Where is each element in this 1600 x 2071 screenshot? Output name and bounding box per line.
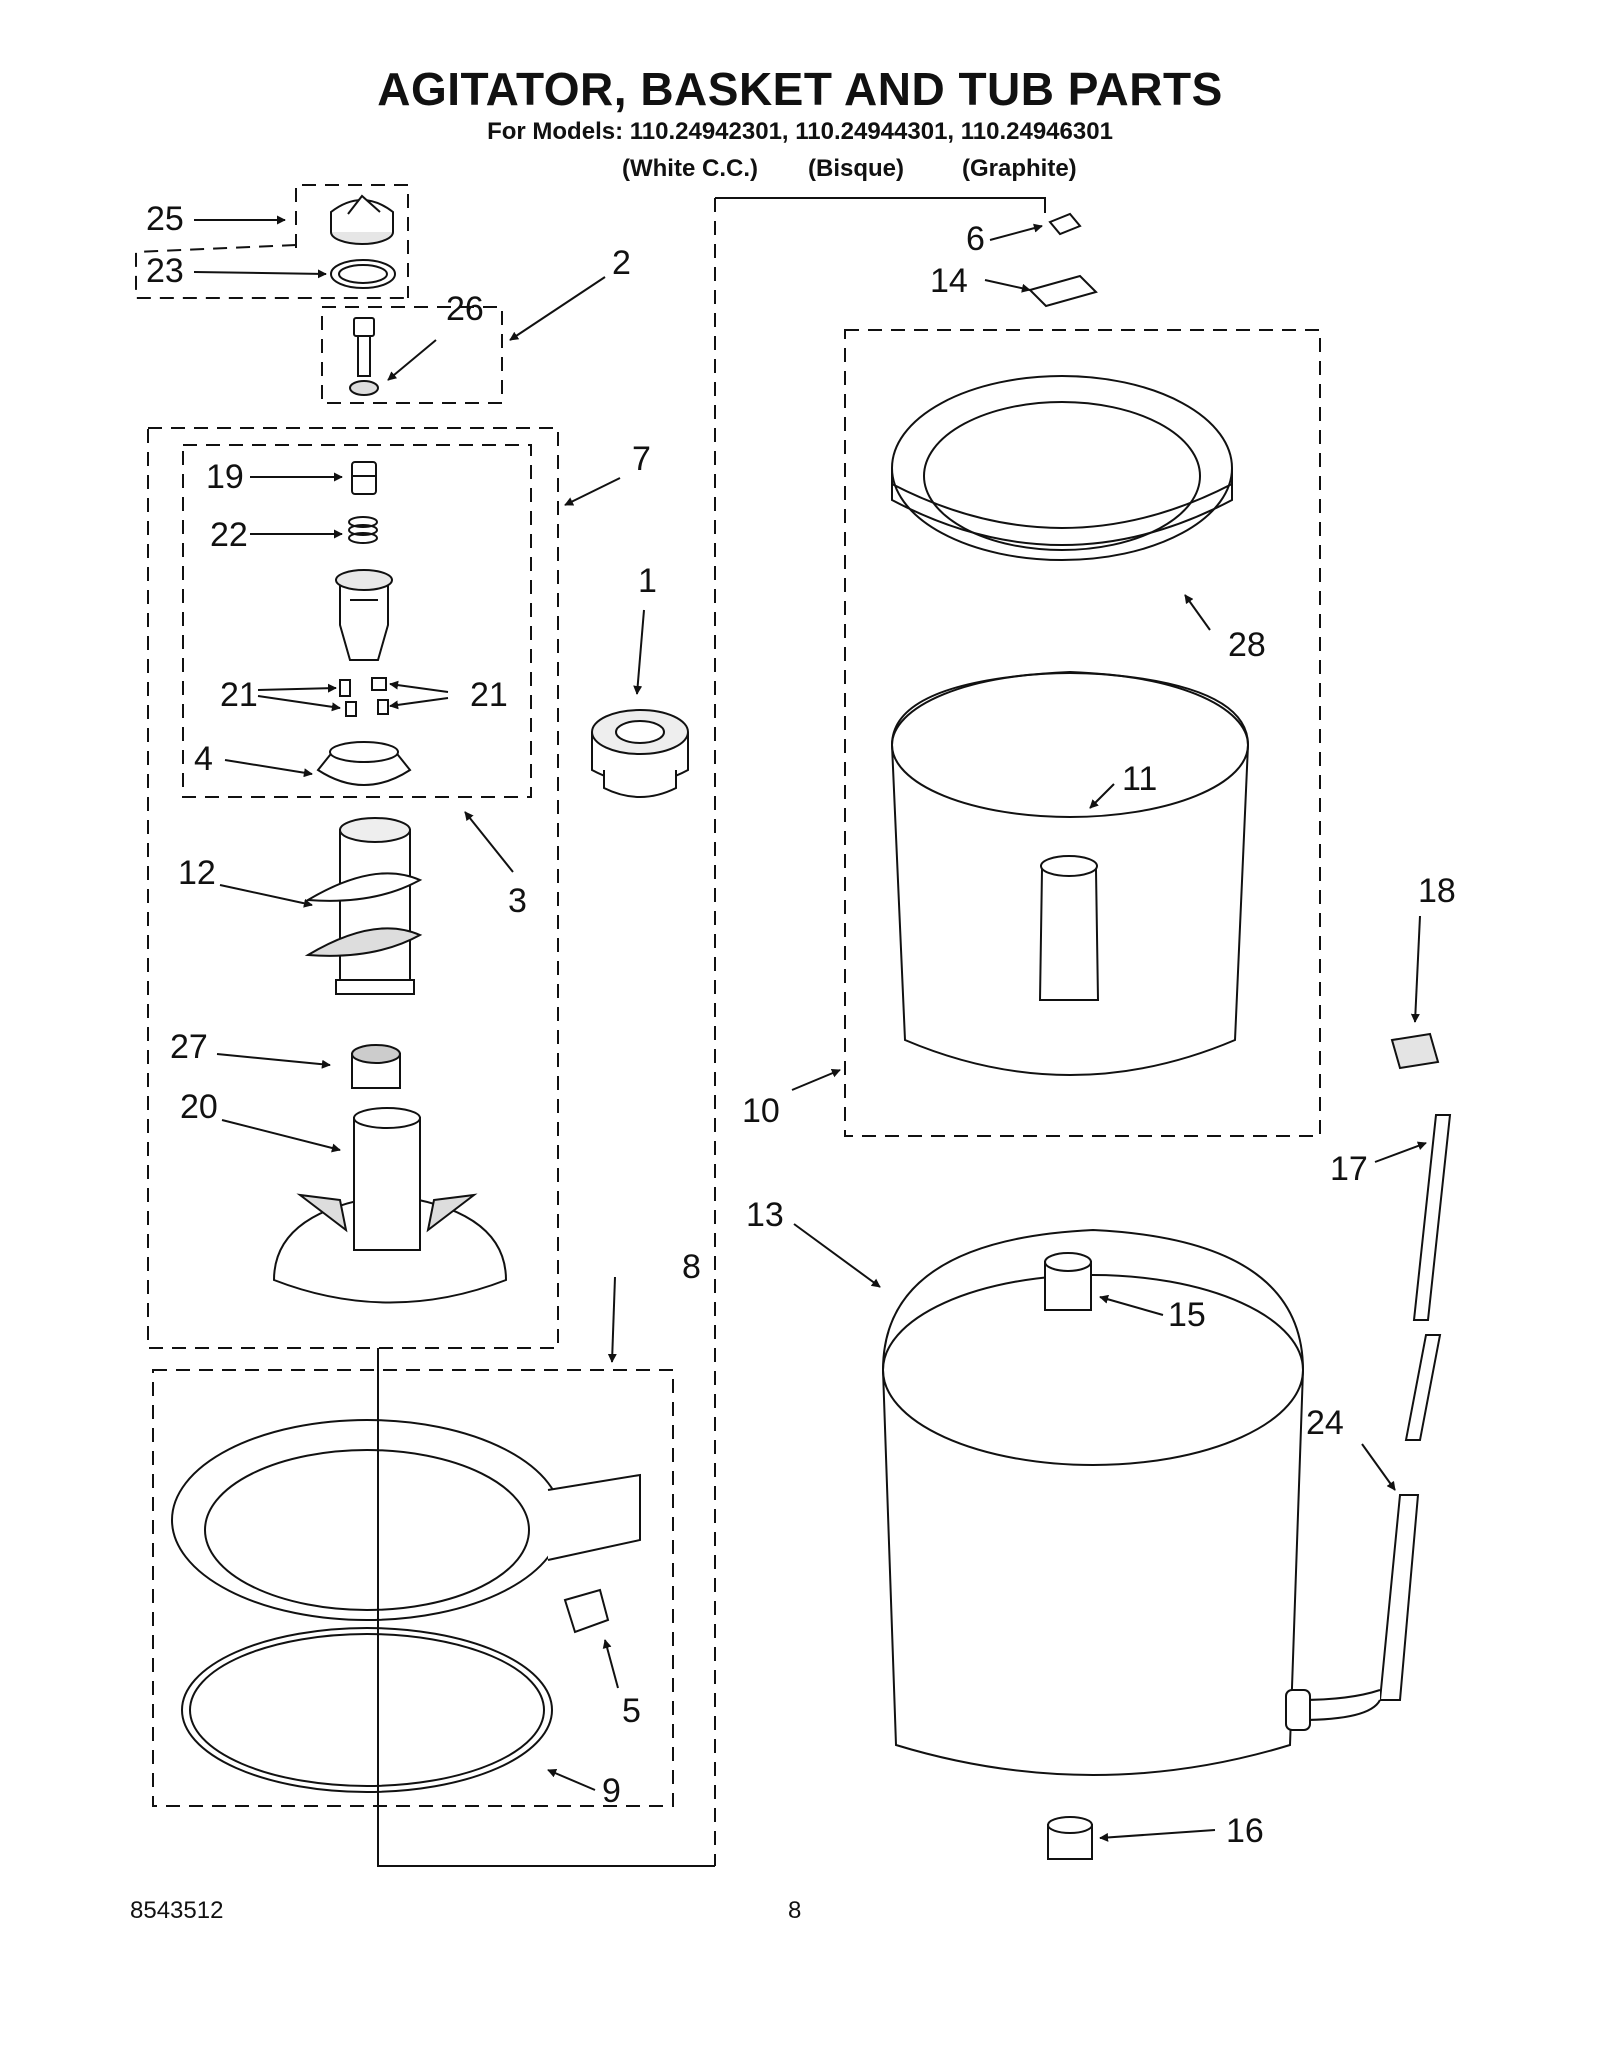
part-drain-plug bbox=[1047, 1816, 1093, 1860]
callout-16: 16 bbox=[1226, 1812, 1264, 1850]
callout-26: 26 bbox=[446, 290, 484, 328]
callout-12: 12 bbox=[178, 854, 216, 892]
callout-11: 11 bbox=[1122, 760, 1157, 798]
callout-10: 10 bbox=[742, 1092, 780, 1130]
part-dogs bbox=[339, 677, 389, 717]
group-box-25 bbox=[295, 184, 409, 298]
part-agitator-base bbox=[272, 1107, 508, 1304]
page-number: 8 bbox=[788, 1897, 802, 1924]
part-auger bbox=[304, 817, 423, 995]
document-number: 8543512 bbox=[130, 1897, 224, 1924]
group-box-10 bbox=[844, 329, 1321, 1137]
connector-line bbox=[715, 197, 1046, 213]
variant-bisque: (Bisque) bbox=[808, 155, 904, 182]
callout-24: 24 bbox=[1306, 1404, 1344, 1442]
part-pressure-hose bbox=[1285, 1494, 1420, 1731]
variant-graphite: (Graphite) bbox=[962, 155, 1077, 182]
callout-8: 8 bbox=[682, 1248, 701, 1286]
callout-17: 17 bbox=[1330, 1150, 1368, 1188]
callout-22: 22 bbox=[210, 516, 248, 554]
part-tub-seal bbox=[181, 1627, 553, 1793]
callout-2: 2 bbox=[612, 244, 631, 282]
callout-4: 4 bbox=[194, 740, 213, 778]
part-outer-tub bbox=[881, 1228, 1305, 1776]
part-retainer bbox=[1028, 274, 1098, 308]
callout-28: 28 bbox=[1228, 626, 1266, 664]
callout-6: 6 bbox=[966, 220, 985, 258]
part-valve bbox=[1044, 1252, 1092, 1311]
part-basket bbox=[890, 670, 1250, 1076]
part-nut bbox=[1048, 212, 1082, 236]
callout-3: 3 bbox=[508, 882, 527, 920]
part-bearing bbox=[351, 1044, 401, 1089]
callout-21-left: 21 bbox=[220, 676, 258, 714]
part-spring bbox=[348, 516, 378, 544]
part-clamp bbox=[1390, 1032, 1440, 1070]
callout-18: 18 bbox=[1418, 872, 1456, 910]
callout-14: 14 bbox=[930, 262, 968, 300]
part-balance-ring bbox=[891, 375, 1233, 561]
part-cam-cap bbox=[351, 461, 377, 495]
callout-20: 20 bbox=[180, 1088, 218, 1126]
callout-23: 23 bbox=[146, 252, 184, 290]
callout-25: 25 bbox=[146, 200, 184, 238]
callout-19: 19 bbox=[206, 458, 244, 496]
callout-13: 13 bbox=[746, 1196, 784, 1234]
variant-white: (White C.C.) bbox=[622, 155, 758, 182]
model-numbers: For Models: 110.24942301, 110.24944301, … bbox=[487, 118, 1113, 145]
part-agitator-cap bbox=[330, 194, 394, 245]
part-bolt-washer bbox=[349, 317, 379, 396]
part-seal-ring bbox=[330, 259, 396, 289]
group-box-23 bbox=[135, 244, 408, 299]
page-title: AGITATOR, BASKET AND TUB PARTS bbox=[377, 63, 1223, 115]
part-cam-housing bbox=[335, 569, 393, 661]
callout-27: 27 bbox=[170, 1028, 208, 1066]
callout-1: 1 bbox=[638, 562, 657, 600]
part-cam-plate bbox=[316, 741, 412, 786]
callout-5: 5 bbox=[622, 1692, 641, 1730]
part-clip bbox=[563, 1588, 610, 1634]
group-box-3 bbox=[182, 444, 532, 798]
callout-9: 9 bbox=[602, 1772, 621, 1810]
part-hose bbox=[1404, 1114, 1452, 1441]
part-tub-ring bbox=[171, 1419, 641, 1621]
callout-7: 7 bbox=[632, 440, 651, 478]
group-box-8 bbox=[152, 1369, 674, 1807]
callout-15: 15 bbox=[1168, 1296, 1206, 1334]
part-bushing bbox=[591, 709, 689, 798]
callout-21-right: 21 bbox=[470, 676, 508, 714]
